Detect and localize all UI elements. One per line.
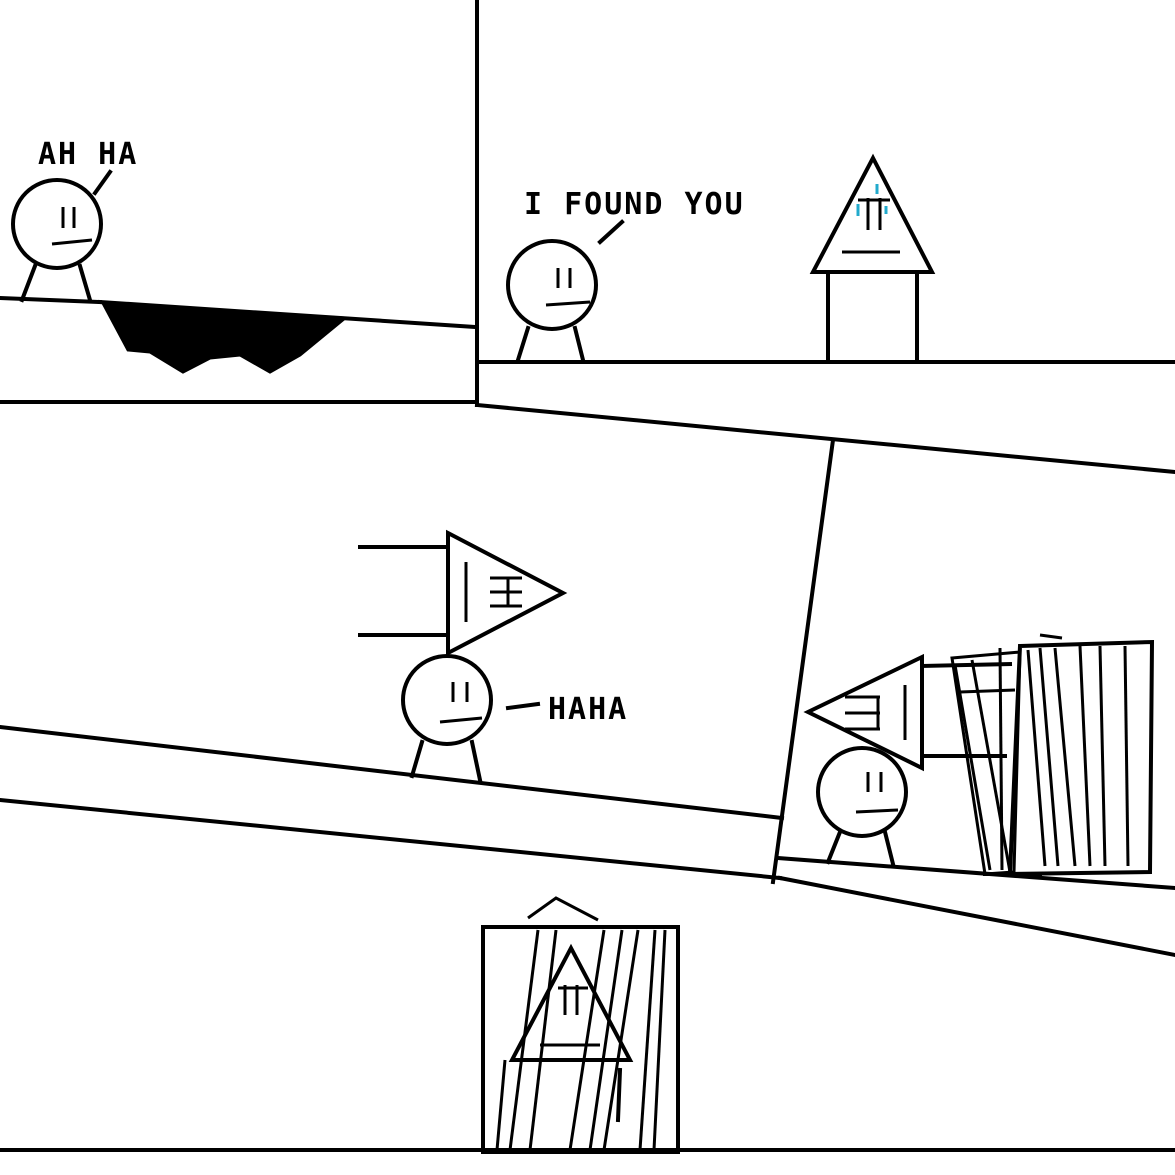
panel-1: AH HA (0, 137, 478, 374)
character-face (11, 169, 113, 303)
speech-haha: HAHA (548, 692, 628, 727)
speech-ah-ha: AH HA (38, 137, 138, 172)
triangle-flying (803, 653, 1013, 772)
speech-i-found-you: I FOUND YOU (524, 187, 745, 222)
dark-pit (101, 303, 349, 374)
triangle-flying (358, 529, 568, 657)
panel-4 (770, 437, 1175, 891)
panel-2: I FOUND YOU (478, 153, 1175, 364)
character-face (816, 746, 908, 867)
character-face (401, 654, 541, 783)
panel-5 (481, 896, 680, 1154)
motion-blur-shape (950, 633, 1155, 877)
character-face (506, 219, 625, 363)
panel-3: HAHA (0, 529, 1175, 958)
triangle-character (809, 153, 936, 364)
motion-blur-box (481, 896, 680, 1154)
